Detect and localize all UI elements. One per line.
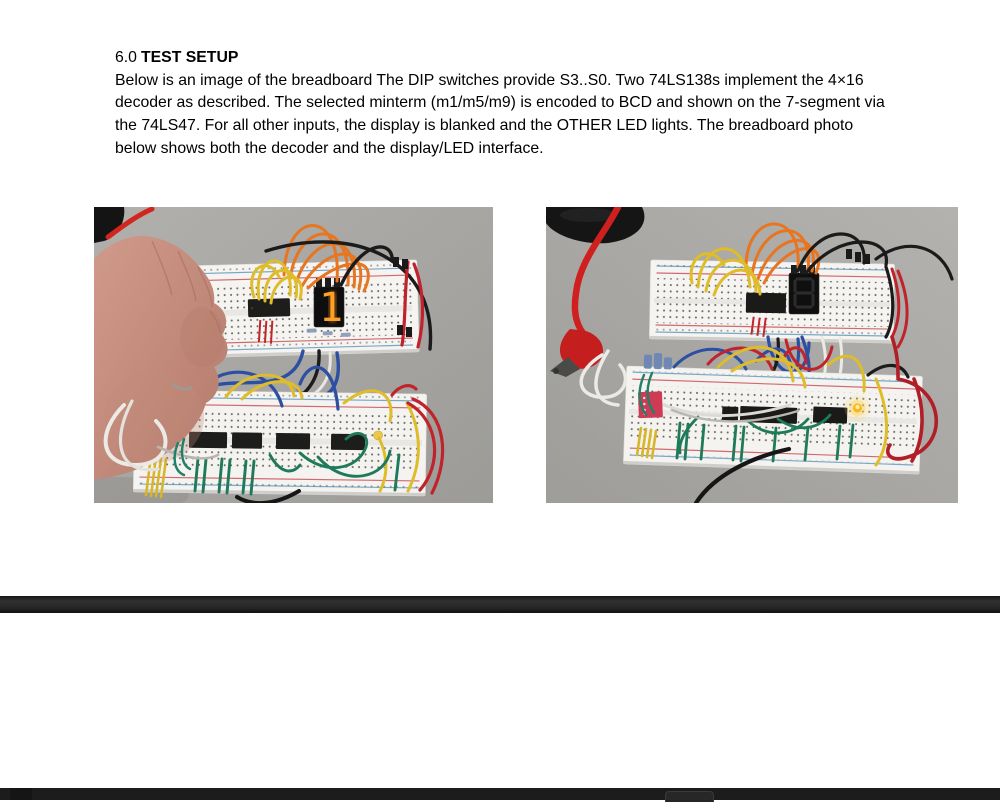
seven-segment-digit: 1 (319, 285, 343, 331)
breadboard-photo-left: 1 (94, 207, 493, 503)
seven-segment-display (788, 265, 820, 315)
page-gap-bar (0, 596, 1000, 613)
ic-chips-row (188, 431, 366, 451)
jumper-wires-lower (144, 365, 445, 503)
bottom-toolbar-button[interactable] (665, 791, 714, 802)
body-paragraph: Below is an image of the breadboard The … (115, 71, 885, 157)
capacitors (643, 352, 673, 370)
front-wires (103, 399, 220, 477)
upper-breadboard (649, 259, 895, 344)
red-jumper-pins (750, 316, 767, 337)
breadboard-photo-left-image: 1 (94, 207, 493, 503)
viewer-bottom-bar (0, 788, 1000, 802)
yellow-dip-leads (635, 426, 658, 460)
hand (94, 236, 228, 479)
breadboard-photo-right (546, 207, 958, 503)
resistors (306, 328, 351, 337)
other-led-lit (844, 395, 871, 422)
jumper-wires-upper (689, 222, 954, 415)
red-loop-wire (885, 335, 939, 463)
section-title: TEST SETUP (140, 49, 239, 66)
bottom-bar-left-chip (10, 788, 32, 800)
ghost-segments (793, 277, 815, 309)
ic-chip-74ls47 (745, 292, 787, 314)
seven-segment-display: 1 (313, 278, 345, 331)
corner-object (546, 207, 645, 244)
ring (170, 381, 193, 391)
corner-object (94, 207, 155, 243)
section-number: 6.0 (115, 49, 137, 66)
lower-breadboard (133, 389, 427, 497)
ic-chip-74ls47 (247, 298, 291, 318)
red-jumper-pins (257, 319, 274, 344)
breadboard-photo-right-image (546, 207, 958, 503)
alligator-clip-lead (550, 207, 622, 377)
jumper-wires-lower (579, 335, 939, 503)
